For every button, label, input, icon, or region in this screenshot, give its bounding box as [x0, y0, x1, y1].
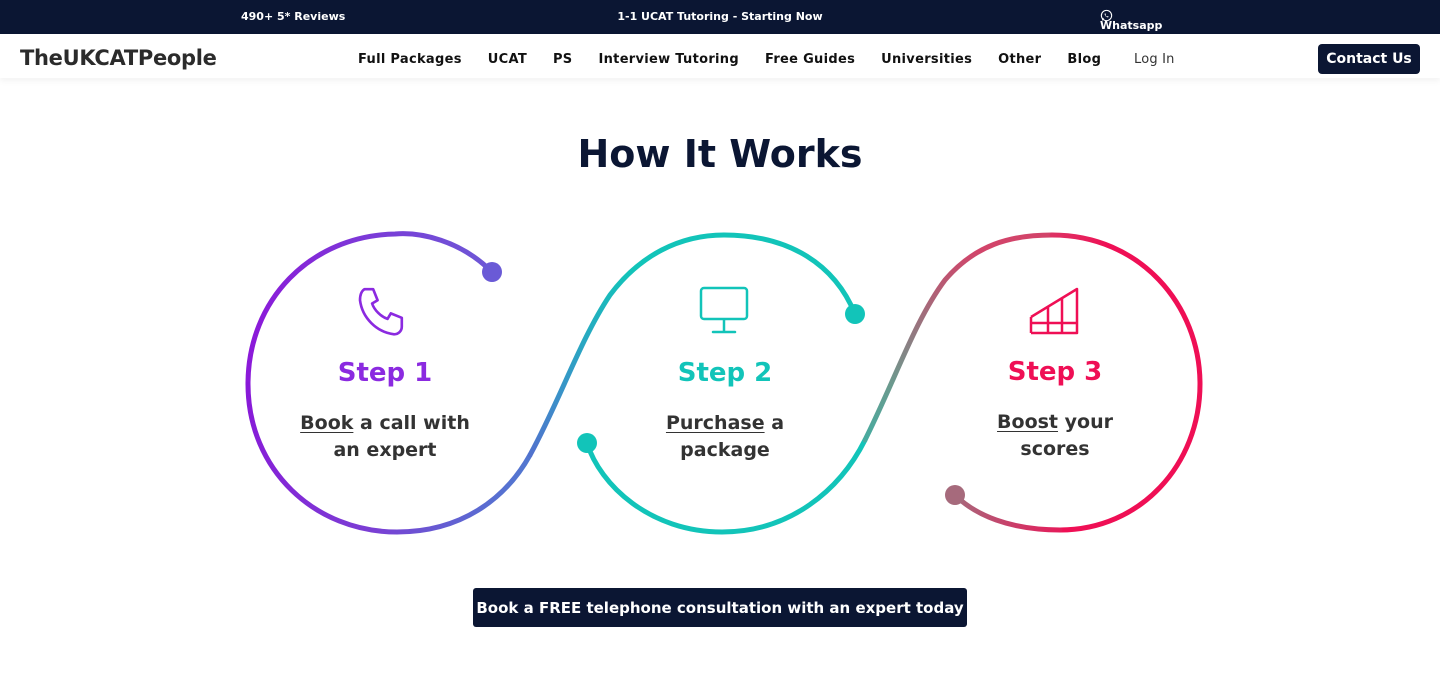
book-consultation-button[interactable]: Book a FREE telephone consultation with … — [473, 588, 967, 627]
step2-arc-top — [721, 232, 858, 317]
step-2-desc-rest: a — [764, 412, 785, 434]
step-2-description: Purchase a package — [585, 410, 865, 464]
nav-item-interview-tutoring[interactable]: Interview Tutoring — [598, 52, 739, 67]
step-2-link[interactable]: Purchase — [665, 412, 765, 434]
wave-connector-2 — [862, 232, 1055, 443]
step-2-desc-line2: package — [680, 439, 770, 461]
login-link[interactable]: Log In — [1134, 52, 1175, 67]
step-1-link[interactable]: Book — [300, 412, 354, 434]
step-1-description: Book a call with an expert — [245, 410, 525, 464]
step-3-title: Step 3 — [1007, 357, 1103, 387]
step-3-link[interactable]: Boost — [997, 411, 1059, 433]
step-2-title: Step 2 — [677, 358, 773, 388]
step3-arc-tail — [952, 492, 1063, 533]
nav-item-universities[interactable]: Universities — [881, 52, 973, 67]
step-1-desc-line2: an expert — [333, 439, 437, 461]
wave-dot-4 — [945, 485, 965, 505]
phone-icon — [358, 287, 404, 336]
site-logo[interactable]: TheUKCATPeople — [20, 46, 217, 70]
step2-arc-bottom — [584, 437, 868, 535]
step3-arc — [1049, 232, 1203, 533]
nav-item-free-guides[interactable]: Free Guides — [764, 52, 856, 67]
step-3-desc-rest: your — [1058, 411, 1113, 433]
monitor-icon — [699, 286, 749, 334]
nav-item-full-packages[interactable]: Full Packages — [358, 52, 462, 67]
contact-us-button[interactable]: Contact Us — [1318, 44, 1420, 74]
step1-arc-bottom — [245, 381, 533, 535]
step-1-desc-rest: a call with — [353, 412, 470, 434]
step-1-title: Step 1 — [337, 358, 433, 388]
wave-dot-1 — [482, 262, 502, 282]
nav-item-blog[interactable]: Blog — [1067, 52, 1102, 67]
nav-item-ps[interactable]: PS — [552, 52, 573, 67]
step-3-desc-line2: scores — [1020, 438, 1090, 460]
wave-dot-2 — [845, 304, 865, 324]
announcement-text[interactable]: 1-1 UCAT Tutoring - Starting Now — [617, 10, 823, 23]
whatsapp-icon — [1100, 9, 1113, 22]
wave-connector-1 — [527, 232, 727, 458]
chart-icon — [1029, 287, 1079, 335]
section-title: How It Works — [577, 132, 863, 176]
step-3-description: Boost your scores — [915, 409, 1195, 463]
step1-arc-top — [245, 231, 495, 387]
nav-menu: Full Packages UCAT PS Interview Tutoring… — [358, 52, 1127, 67]
wave-dot-3 — [577, 433, 597, 453]
main-nav: TheUKCATPeople Full Packages UCAT PS Int… — [0, 34, 1440, 78]
nav-item-other[interactable]: Other — [998, 52, 1042, 67]
reviews-count[interactable]: 490+ 5* Reviews — [241, 10, 346, 23]
nav-item-ucat[interactable]: UCAT — [487, 52, 527, 67]
